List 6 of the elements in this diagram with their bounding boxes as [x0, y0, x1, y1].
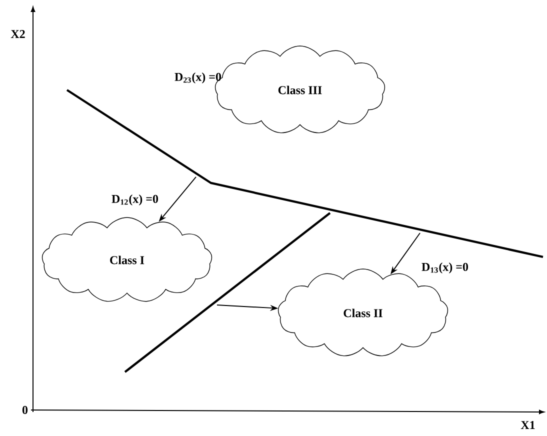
axis-label: 0 [22, 406, 28, 414]
boundary-label: D$_{23}$(x) =0 [174, 72, 222, 84]
boundary-label: D$_{12}$(x) =0 [112, 194, 158, 206]
axis-label: X2 [10, 30, 25, 38]
axis-label: X1 [520, 421, 535, 429]
boundary-label: D$_{13}$(x) =0 [422, 262, 468, 274]
